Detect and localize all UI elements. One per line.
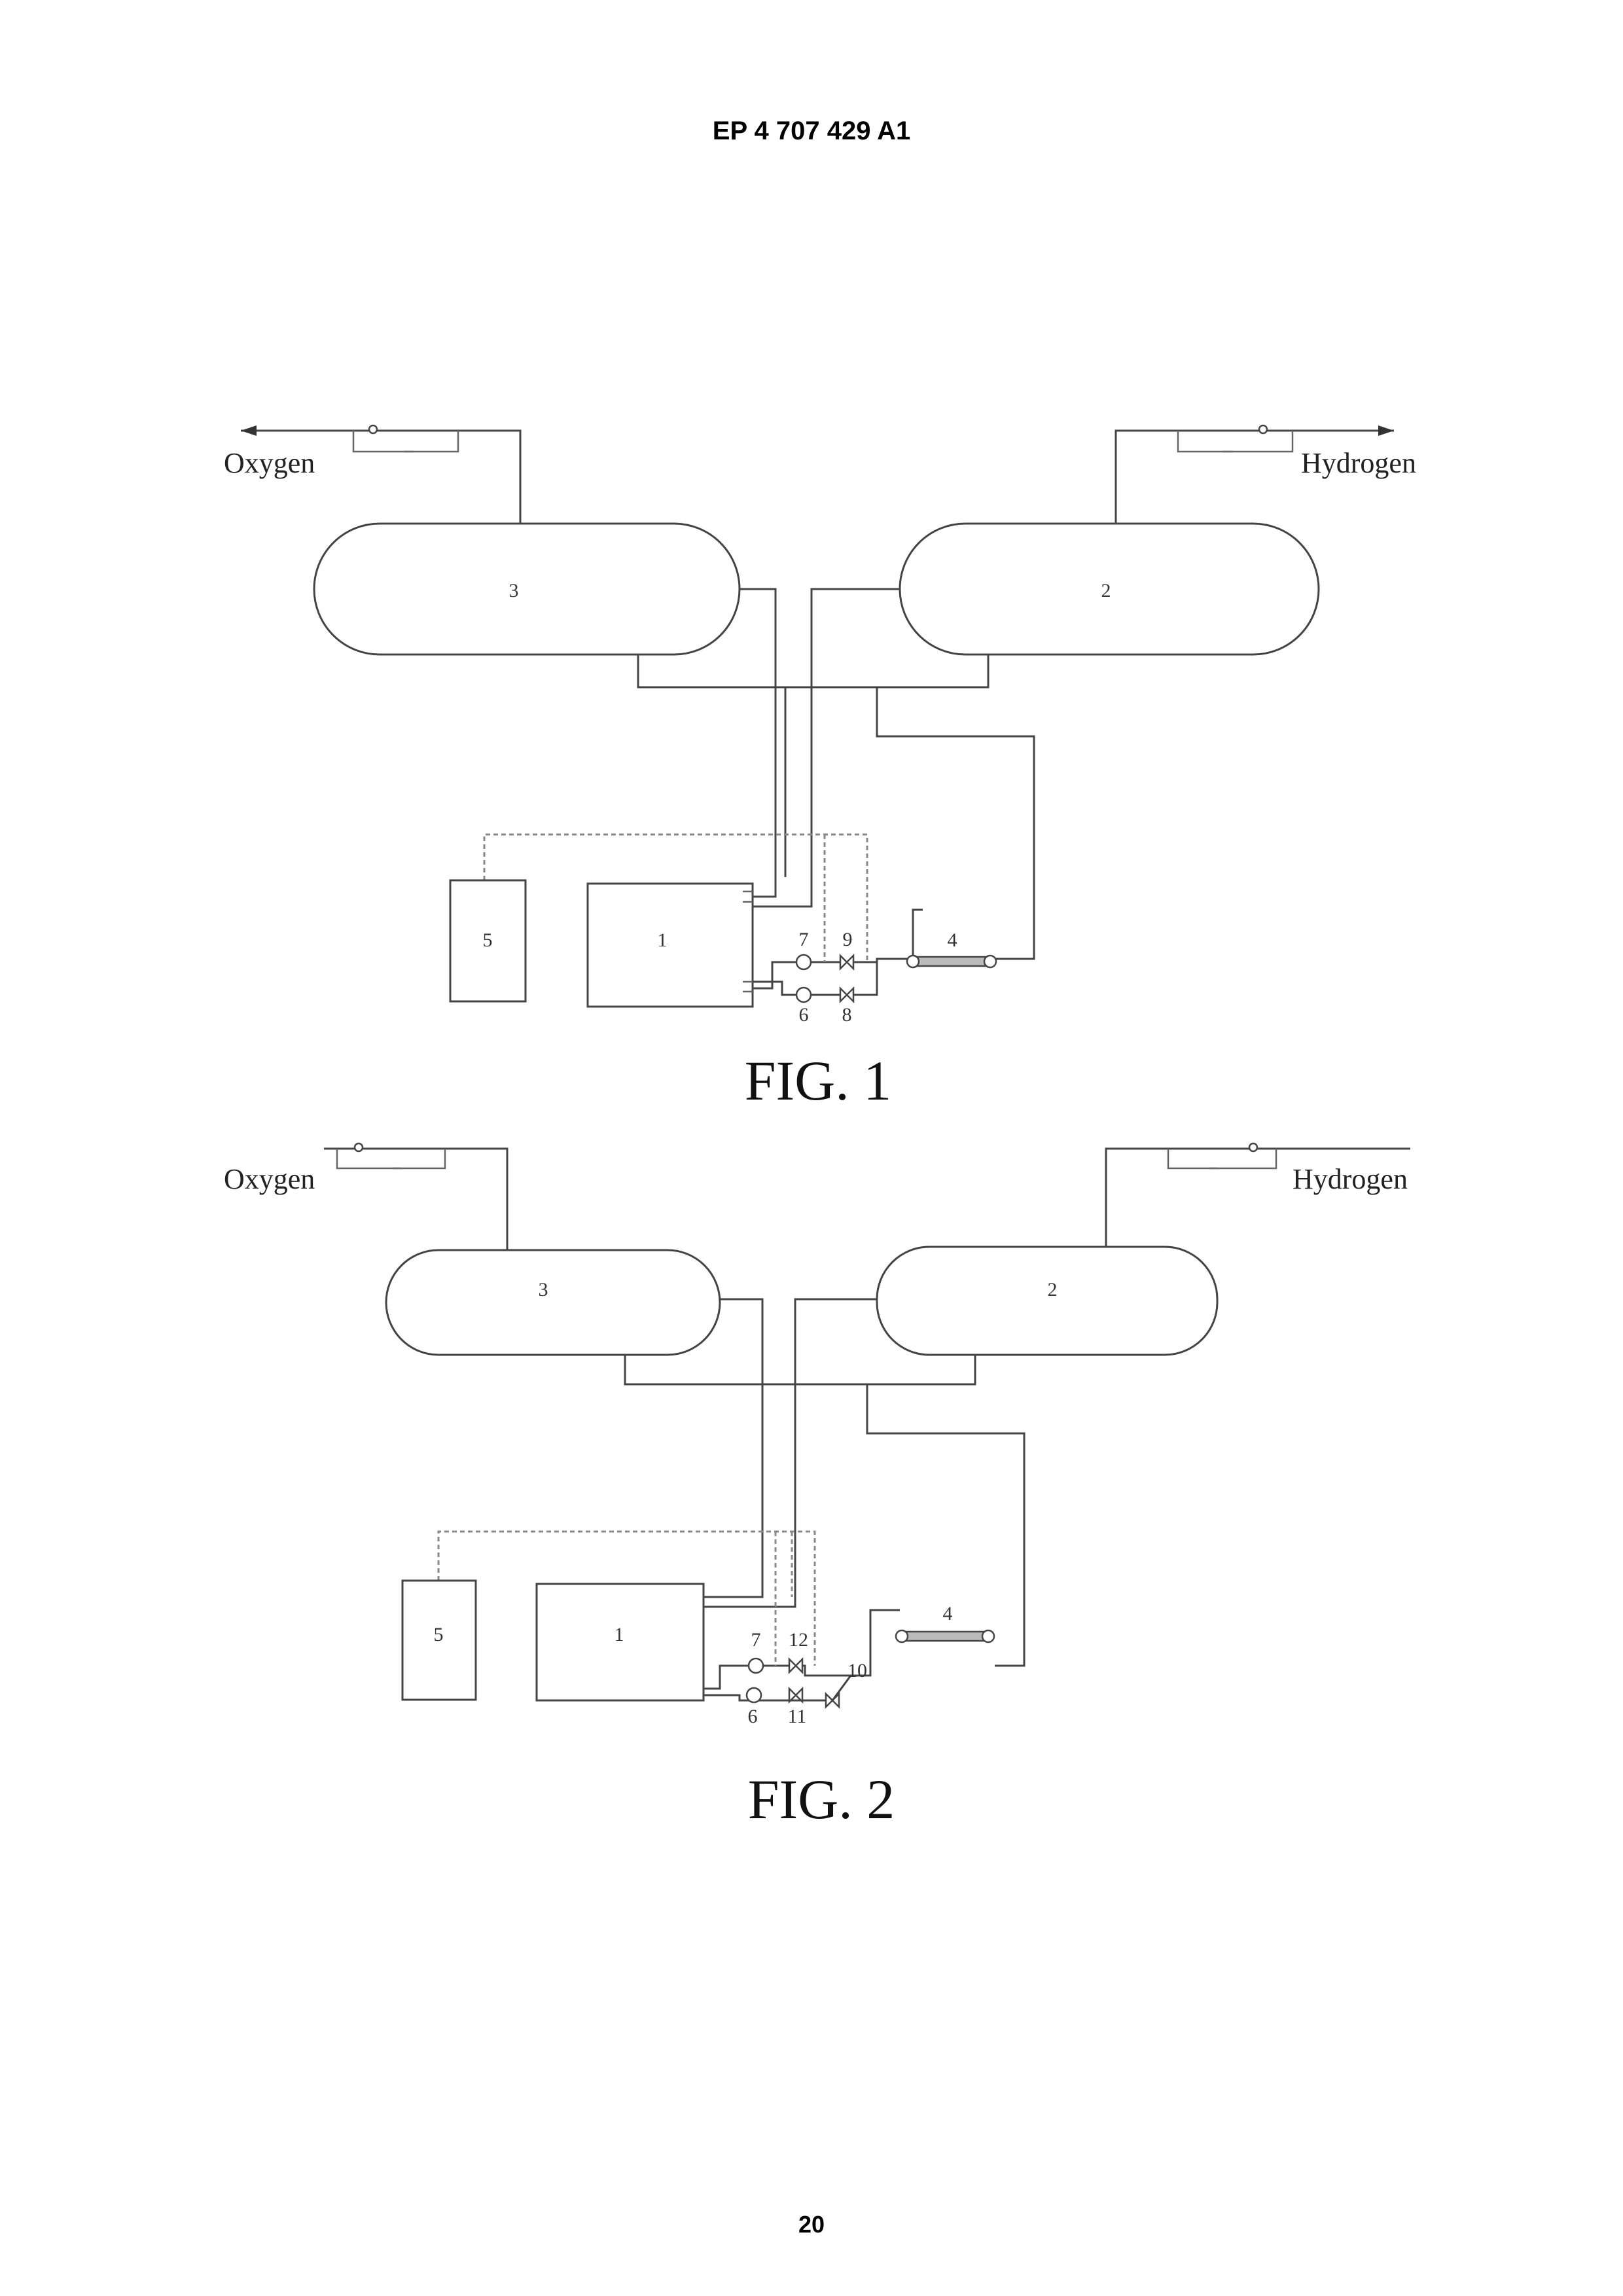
valve-12 xyxy=(789,1659,802,1672)
oxygen-label: Oxygen xyxy=(224,447,315,479)
heat-exchanger-4 xyxy=(907,956,996,967)
valve-9 xyxy=(840,956,853,969)
valve-6-label-2: 6 xyxy=(748,1706,758,1727)
hydrogen-label: Hydrogen xyxy=(1301,447,1416,479)
valve-9-label: 9 xyxy=(843,929,853,950)
valve-6-label: 6 xyxy=(799,1004,809,1026)
oxygen-separator-tank-2 xyxy=(386,1250,720,1355)
tank-3-label: 3 xyxy=(509,580,519,601)
valve-11-label: 11 xyxy=(788,1706,807,1727)
oxygen-outlet-line-2 xyxy=(324,1143,507,1250)
figure-1: Oxygen Hydrogen 3 2 xyxy=(224,425,1416,1112)
oxygen-label-2: Oxygen xyxy=(224,1163,315,1195)
valve-8 xyxy=(840,988,853,1001)
heat-exchanger-4-fig2 xyxy=(896,1630,994,1642)
valve-6 xyxy=(796,988,811,1002)
unit-5-label: 5 xyxy=(483,929,493,951)
figure-2: Oxygen Hydrogen 3 2 xyxy=(224,1143,1410,1831)
hydrogen-separator-tank-2 xyxy=(877,1247,1217,1355)
unit-1-label-2: 1 xyxy=(615,1624,624,1645)
unit-1-label: 1 xyxy=(658,929,668,951)
valve-12-label: 12 xyxy=(789,1629,808,1651)
valve-7-label-2: 7 xyxy=(751,1629,761,1651)
hydrogen-outlet-line-2 xyxy=(1106,1143,1410,1250)
oxygen-separator-tank xyxy=(314,524,740,655)
figure-1-caption: FIG. 1 xyxy=(745,1049,892,1112)
heat-exchanger-4-label: 4 xyxy=(948,929,957,951)
hydrogen-label-2: Hydrogen xyxy=(1293,1163,1408,1195)
valve-10 xyxy=(826,1694,839,1707)
tank-2-label: 2 xyxy=(1101,580,1111,601)
unit-5-label-2: 5 xyxy=(434,1624,444,1645)
heat-exchanger-4-label-2: 4 xyxy=(943,1603,953,1624)
unit-1 xyxy=(588,884,753,1007)
valve-7 xyxy=(796,955,811,969)
valve-7-label: 7 xyxy=(799,929,809,950)
tank-2-label-2: 2 xyxy=(1048,1279,1058,1300)
figure-2-caption: FIG. 2 xyxy=(748,1768,895,1831)
valve-8-label: 8 xyxy=(842,1004,852,1026)
valve-6-fig2 xyxy=(747,1688,761,1702)
valve-10-label: 10 xyxy=(847,1660,867,1681)
page-number: 20 xyxy=(0,2211,1623,2238)
tank-3-label-2: 3 xyxy=(539,1279,548,1300)
valve-7-fig2 xyxy=(749,1659,763,1673)
